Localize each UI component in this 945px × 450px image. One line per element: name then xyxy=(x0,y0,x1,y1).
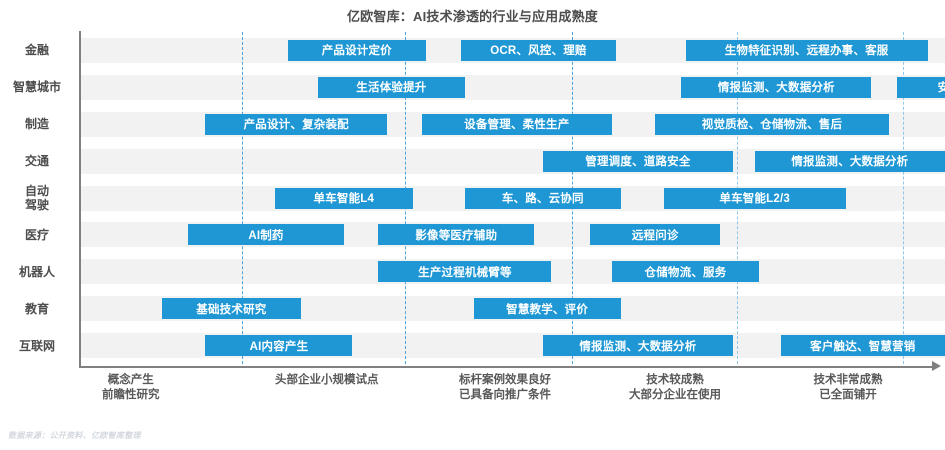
gridline-1 xyxy=(241,32,243,364)
row-label-line: 机器人 xyxy=(18,264,55,279)
x-stage-label-line: 已具备向推广条件 xyxy=(459,389,551,401)
x-stage-label-2: 头部企业小规模试点 xyxy=(275,373,379,388)
row-label-line: 互联网 xyxy=(18,338,55,353)
x-stage-label-line: 概念产生 xyxy=(107,374,154,386)
row-label-自动驾驶: 自动驾驶 xyxy=(0,184,74,212)
row-label-医疗: 医疗 xyxy=(0,228,74,242)
bar-交通-1[interactable]: 管理调度、道路安全 xyxy=(542,150,734,172)
row-label-line: 智慧城市 xyxy=(12,80,61,95)
row-label-axis: 金融智慧城市制造交通自动驾驶医疗机器人教育互联网 xyxy=(0,32,74,364)
bar-教育-1[interactable]: 基础技术研究 xyxy=(162,298,301,320)
row-label-line: 医疗 xyxy=(24,227,49,242)
bar-自动驾驶-2[interactable]: 车、路、云协同 xyxy=(464,187,621,209)
bar-互联网-3[interactable]: 客户触达、智慧营销 xyxy=(780,335,945,357)
x-axis-arrow-icon xyxy=(932,361,941,371)
x-stage-label-4: 技术较成熟大部分企业在使用 xyxy=(629,373,721,403)
y-axis-line xyxy=(79,31,81,367)
row-label-智慧城市: 智慧城市 xyxy=(0,80,74,94)
bar-制造-1[interactable]: 产品设计、复杂装配 xyxy=(205,113,388,135)
row-label-line: 制造 xyxy=(24,117,49,132)
row-label-line: 金融 xyxy=(24,43,49,58)
x-stage-label-1: 概念产生前瞻性研究 xyxy=(102,373,160,403)
x-stage-label-line: 大部分企业在使用 xyxy=(629,389,721,401)
bar-机器人-2[interactable]: 仓储物流、服务 xyxy=(611,261,760,283)
gridline-5 xyxy=(902,32,904,364)
row-label-line: 驾驶 xyxy=(24,198,49,212)
bar-机器人-1[interactable]: 生产过程机械臂等 xyxy=(378,261,552,283)
row-label-制造: 制造 xyxy=(0,117,74,131)
bar-交通-2[interactable]: 情报监测、大数据分析 xyxy=(754,150,945,172)
row-label-教育: 教育 xyxy=(0,302,74,316)
bar-互联网-2[interactable]: 情报监测、大数据分析 xyxy=(542,335,734,357)
row-label-line: 教育 xyxy=(24,301,49,316)
bar-智慧城市-2[interactable]: 情报监测、大数据分析 xyxy=(681,76,872,98)
x-stage-label-line: 前瞻性研究 xyxy=(102,389,160,401)
bar-金融-2[interactable]: OCR、风控、理赔 xyxy=(460,39,617,61)
bar-医疗-1[interactable]: AI制药 xyxy=(188,224,344,246)
bar-医疗-2[interactable]: 影像等医疗辅助 xyxy=(378,224,535,246)
bar-金融-3[interactable]: 生物特征识别、远程办事、客服 xyxy=(685,39,928,61)
x-stage-label-line: 已全面铺开 xyxy=(819,389,877,401)
x-axis-line xyxy=(79,366,934,368)
x-stage-label-line: 技术较成熟 xyxy=(646,374,704,386)
x-stage-label-5: 技术非常成熟已全面铺开 xyxy=(814,373,883,403)
bar-制造-2[interactable]: 设备管理、柔性生产 xyxy=(421,113,612,135)
bar-制造-3[interactable]: 视觉质检、仓储物流、售后 xyxy=(655,113,889,135)
row-label-金融: 金融 xyxy=(0,43,74,57)
bar-医疗-3[interactable]: 远程问诊 xyxy=(590,224,721,246)
bar-互联网-1[interactable]: AI内容产生 xyxy=(205,335,353,357)
source-note: 数据来源：公开资料、亿欧智库整理 xyxy=(8,431,141,440)
bar-金融-1[interactable]: 产品设计定价 xyxy=(287,39,426,61)
row-label-line: 交通 xyxy=(24,154,49,169)
row-label-line: 自动 xyxy=(24,184,49,198)
row-label-交通: 交通 xyxy=(0,154,74,168)
x-stage-label-line: 头部企业小规模试点 xyxy=(275,374,379,386)
x-stage-label-line: 技术非常成熟 xyxy=(813,374,883,386)
row-label-机器人: 机器人 xyxy=(0,265,74,279)
bar-智慧城市-1[interactable]: 生活体验提升 xyxy=(317,76,465,98)
x-stage-label-line: 标杆案例效果良好 xyxy=(459,374,551,386)
bar-教育-2[interactable]: 智慧教学、评价 xyxy=(473,298,621,320)
row-label-互联网: 互联网 xyxy=(0,339,74,353)
bar-智慧城市-3[interactable]: 安防 xyxy=(897,76,945,98)
bar-自动驾驶-1[interactable]: 单车智能L4 xyxy=(274,187,414,209)
bar-自动驾驶-3[interactable]: 单车智能L2/3 xyxy=(663,187,846,209)
x-stage-label-3: 标杆案例效果良好已具备向推广条件 xyxy=(459,373,551,403)
page-title: 亿欧智库：AI技术渗透的行业与应用成熟度 xyxy=(346,9,598,24)
